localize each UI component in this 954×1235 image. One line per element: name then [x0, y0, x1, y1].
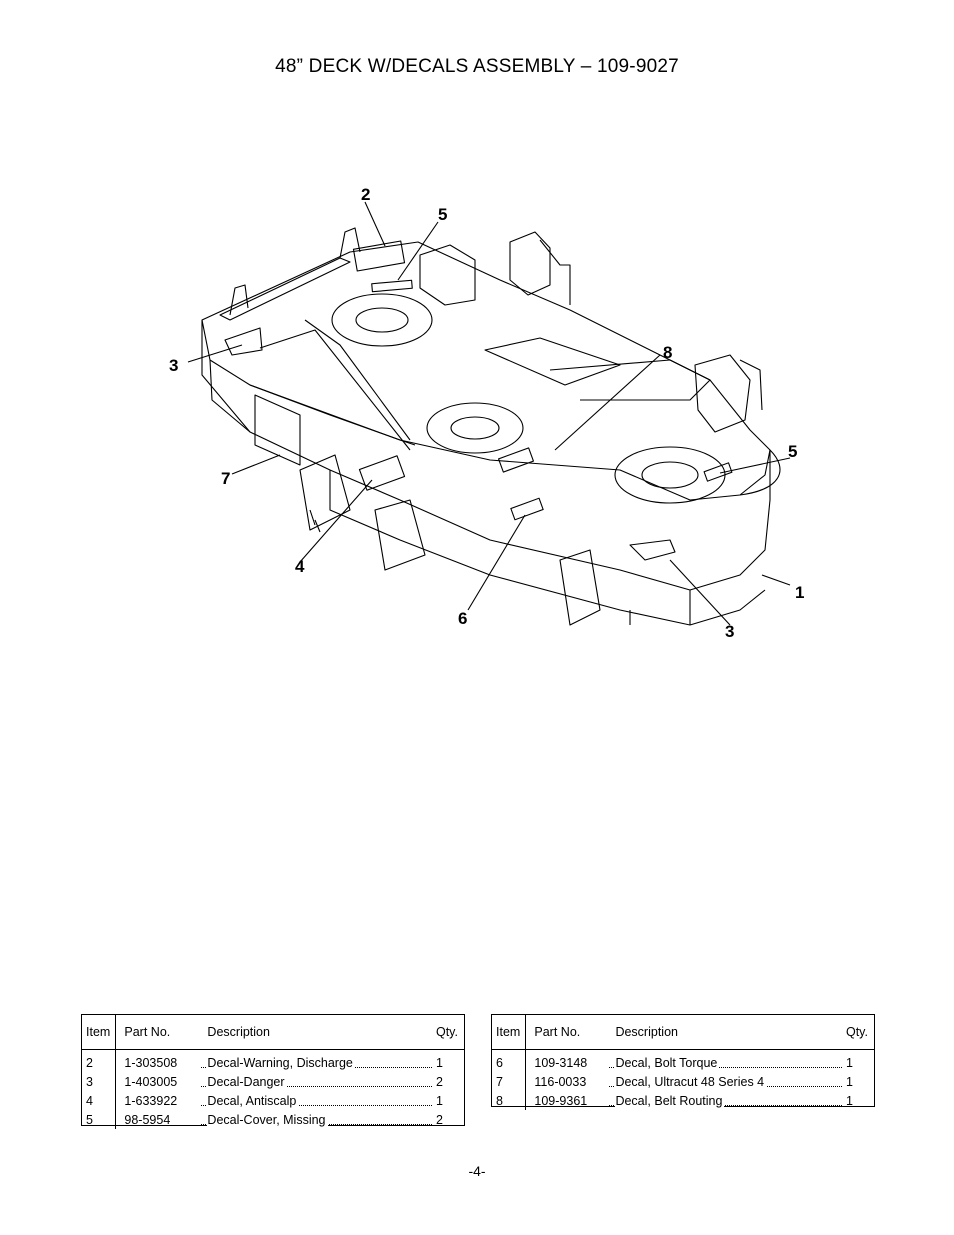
- part-number: 109-3148: [534, 1055, 588, 1070]
- callout-1: 1: [795, 583, 804, 602]
- callout-5: 5: [788, 442, 797, 461]
- quantity: 1: [845, 1093, 853, 1108]
- header-qty: Qty.: [431, 1015, 464, 1050]
- description: Decal-Cover, Missing: [207, 1112, 328, 1127]
- table-row: 7 116-0033 Decal, Ultracut 48 Series 4 1: [492, 1072, 874, 1091]
- description: Decal-Danger: [207, 1074, 287, 1089]
- item-number: 5: [82, 1110, 117, 1129]
- quantity: 2: [435, 1112, 443, 1127]
- header-item: Item: [492, 1015, 527, 1050]
- description: Decal-Warning, Discharge: [207, 1055, 355, 1070]
- item-number: 6: [492, 1049, 527, 1072]
- header-description: Description: [201, 1015, 432, 1050]
- page-number: -4-: [468, 1163, 486, 1179]
- header-part-no: Part No.: [115, 1015, 202, 1050]
- table-row: 2 1-303508 Decal-Warning, Discharge 1: [82, 1049, 464, 1073]
- part-number: 98-5954: [124, 1112, 171, 1127]
- quantity: 1: [435, 1055, 443, 1070]
- deck-assembly-diagram: 2 5 3 8 5 7 1 4 6 3: [169, 185, 804, 641]
- item-number: 7: [492, 1072, 527, 1091]
- table-row: 5 98-5954 Decal-Cover, Missing 2: [82, 1110, 464, 1129]
- header-description: Description: [609, 1015, 842, 1050]
- callout-3: 3: [169, 356, 178, 375]
- description: Decal, Belt Routing: [615, 1093, 725, 1108]
- table-row: 4 1-633922 Decal, Antiscalp 1: [82, 1091, 464, 1110]
- part-number: 116-0033: [534, 1074, 587, 1089]
- description-cell: Decal-Warning, Discharge: [201, 1050, 432, 1073]
- table-row: 3 1-403005 Decal-Danger 2: [82, 1072, 464, 1091]
- quantity: 2: [435, 1074, 443, 1089]
- callout-4: 4: [295, 557, 305, 576]
- header-qty: Qty.: [841, 1015, 874, 1050]
- description-cell: Decal, Ultracut 48 Series 4: [609, 1072, 842, 1091]
- quantity: 1: [435, 1093, 443, 1108]
- part-number: 109-9361: [534, 1093, 588, 1108]
- part-number: 1-403005: [124, 1074, 178, 1089]
- quantity: 1: [845, 1055, 853, 1070]
- callout-6: 6: [458, 609, 467, 628]
- callout-3: 3: [725, 622, 734, 641]
- quantity: 1: [845, 1074, 853, 1089]
- parts-table-left: Item Part No. Description Qty. 2 1-30350…: [81, 1014, 465, 1129]
- description: Decal, Antiscalp: [207, 1093, 299, 1108]
- description-cell: Decal, Antiscalp: [201, 1091, 432, 1110]
- item-number: 2: [82, 1049, 117, 1072]
- item-number: 8: [492, 1091, 527, 1110]
- description-cell: Decal, Bolt Torque: [609, 1050, 842, 1073]
- description: Decal, Ultracut 48 Series 4: [615, 1074, 767, 1089]
- callout-7: 7: [221, 469, 230, 488]
- description-cell: Decal-Cover, Missing: [201, 1110, 432, 1129]
- parts-table-right: Item Part No. Description Qty. 6 109-314…: [491, 1014, 875, 1110]
- header-item: Item: [82, 1015, 117, 1050]
- page-title: 48” DECK W/DECALS ASSEMBLY – 109-9027: [275, 56, 679, 77]
- description-cell: Decal-Danger: [201, 1072, 432, 1091]
- callout-2: 2: [361, 185, 370, 204]
- item-number: 4: [82, 1091, 117, 1110]
- table-row: 6 109-3148 Decal, Bolt Torque 1: [492, 1049, 874, 1073]
- part-number: 1-633922: [124, 1093, 178, 1108]
- part-number: 1-303508: [124, 1055, 178, 1070]
- description: Decal, Bolt Torque: [615, 1055, 720, 1070]
- item-number: 3: [82, 1072, 117, 1091]
- header-part-no: Part No.: [525, 1015, 610, 1050]
- callout-5: 5: [438, 205, 447, 224]
- table-row: 8 109-9361 Decal, Belt Routing 1: [492, 1091, 874, 1110]
- description-cell: Decal, Belt Routing: [609, 1091, 842, 1110]
- callout-8: 8: [663, 343, 672, 362]
